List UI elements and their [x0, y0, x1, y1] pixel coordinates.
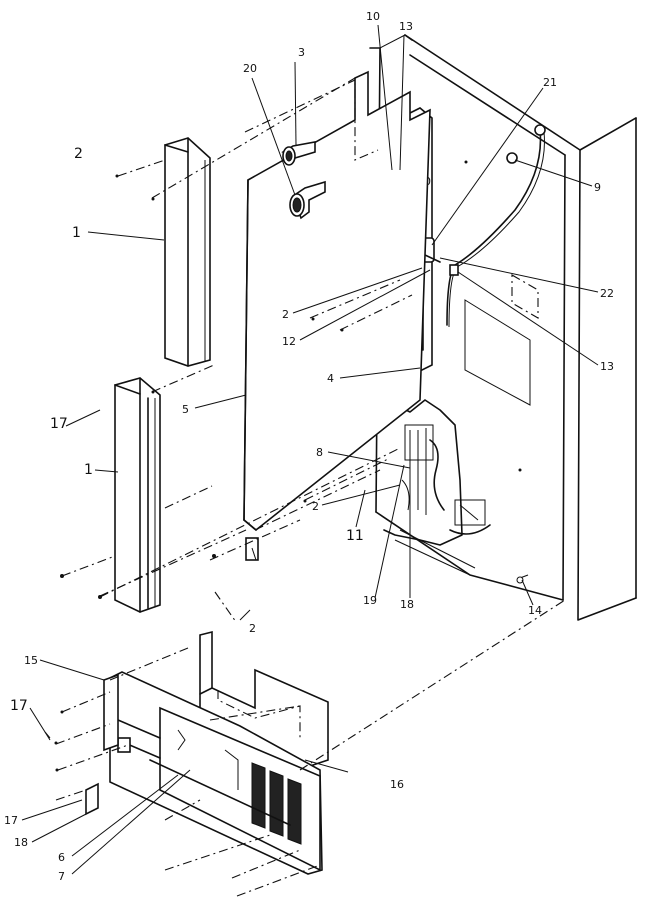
callout-4: 4	[327, 372, 334, 385]
alignment-lines	[55, 77, 566, 897]
fasteners	[54, 174, 524, 772]
lower-side-panel	[114, 377, 161, 613]
callout-20: 20	[243, 62, 257, 75]
callout-15: 15	[24, 654, 38, 667]
callout-2-bottom: 2	[249, 622, 256, 635]
callout-9: 9	[594, 181, 601, 194]
callout-16: 16	[390, 778, 404, 791]
rear-panel	[243, 70, 431, 561]
callout-10: 10	[366, 10, 380, 23]
callout-19: 19	[363, 594, 377, 607]
callout-2-mid-lower: 2	[312, 500, 319, 513]
callout-labels: 1 1 2 2 2 2 3 4 5 6 7 8 9 10 11 12 13 13…	[4, 10, 614, 883]
callout-22: 22	[600, 287, 614, 300]
callout-18-center: 18	[400, 598, 414, 611]
callout-18-bottom-left: 18	[14, 836, 28, 849]
callout-17-left-lower: 17	[10, 698, 28, 714]
front-grille	[103, 671, 323, 875]
callout-8: 8	[316, 446, 323, 459]
callout-1-lower: 1	[84, 462, 93, 478]
callout-13-top: 13	[399, 20, 413, 33]
callout-2-mid-upper: 2	[282, 308, 289, 321]
callout-11: 11	[346, 528, 364, 544]
callout-14: 14	[528, 604, 542, 617]
callout-21: 21	[543, 76, 557, 89]
leader-lines	[39, 24, 599, 875]
lower-machinery-compartment	[383, 399, 491, 576]
callout-5: 5	[182, 403, 189, 416]
upper-side-panel	[164, 137, 211, 367]
callout-1-upper: 1	[72, 225, 81, 241]
control-knobs	[281, 141, 326, 220]
callout-17-left-mid: 17	[50, 416, 68, 432]
callout-2-top-left: 2	[74, 146, 83, 162]
lower-left-leaders	[21, 409, 101, 843]
callout-7: 7	[58, 870, 65, 883]
callout-13-right: 13	[600, 360, 614, 373]
callout-12: 12	[282, 335, 296, 348]
small-bracket	[85, 782, 99, 816]
callout-6: 6	[58, 851, 65, 864]
callout-3: 3	[298, 46, 305, 59]
callout-17-bottom: 17	[4, 814, 18, 827]
